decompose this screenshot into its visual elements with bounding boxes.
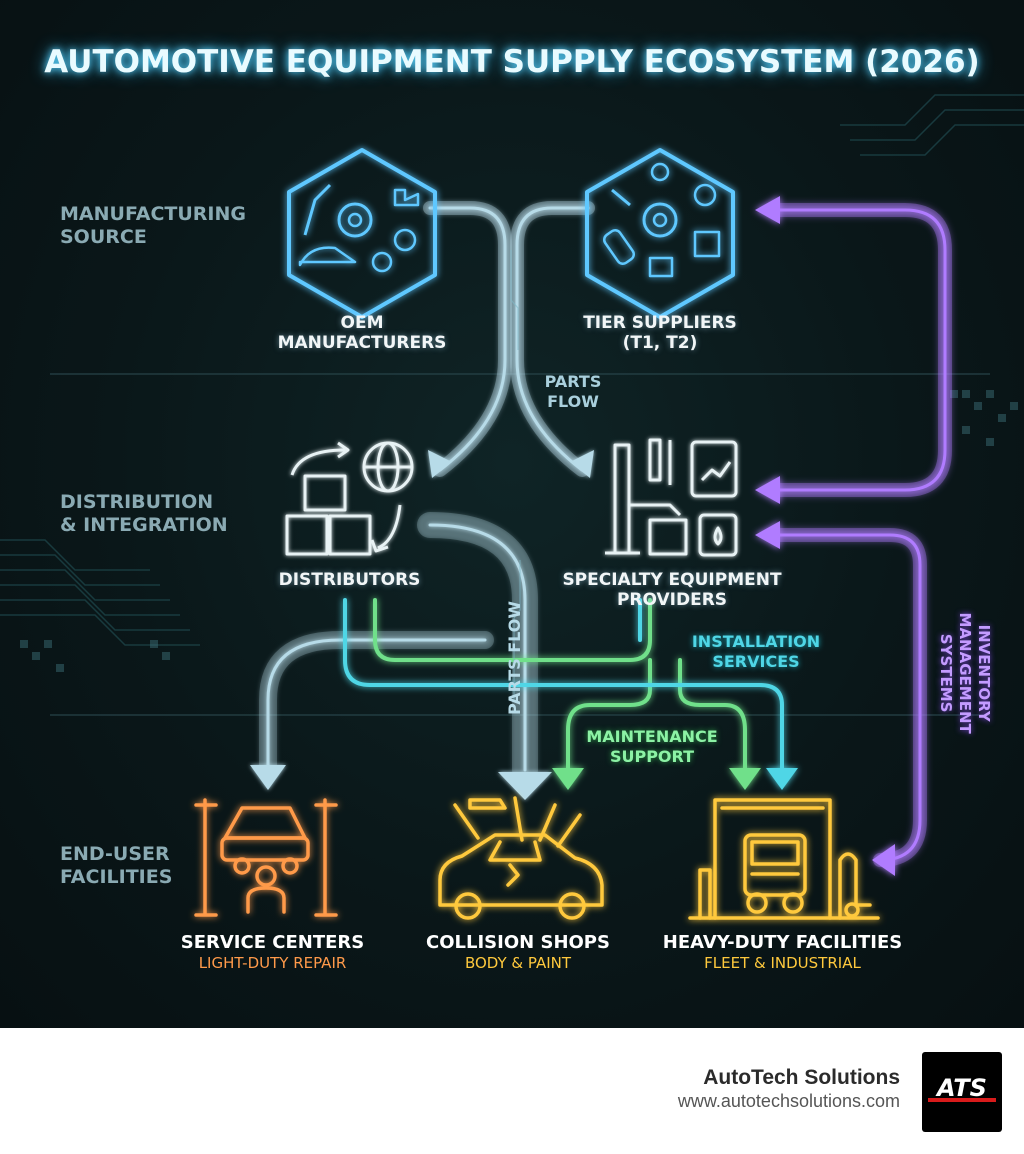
tier-label-line: & INTEGRATION xyxy=(60,513,228,536)
tier-label-line: FACILITIES xyxy=(60,865,173,888)
flow-label-line: MANAGEMENT xyxy=(956,612,975,734)
node-label-line: MANUFACTURERS xyxy=(277,333,447,354)
flow-label-line: INSTALLATION xyxy=(691,632,821,651)
flow-label-line: SUPPORT xyxy=(609,747,695,766)
flow-label-parts-top: PARTS FLOW xyxy=(533,372,613,412)
tier-label-line: END-USER xyxy=(60,843,170,865)
maintenance-lanes xyxy=(373,598,761,790)
facility-service-centers: SERVICE CENTERS LIGHT-DUTY REPAIR xyxy=(170,932,375,972)
node-label-line: OEM xyxy=(340,313,384,333)
heavy-duty-truck-icon xyxy=(688,798,880,920)
facility-collision-shops: COLLISION SHOPS BODY & PAINT xyxy=(418,932,618,972)
node-specialty-equipment-providers: SPECIALTY EQUIPMENT PROVIDERS xyxy=(552,570,792,611)
node-label-line: (T1, T2) xyxy=(622,333,698,354)
facility-title: SERVICE CENTERS xyxy=(180,932,365,953)
ecosystem-diagram: AUTOMOTIVE EQUIPMENT SUPPLY ECOSYSTEM (2… xyxy=(0,0,1024,1028)
inventory-loop xyxy=(755,196,952,876)
tier-suppliers-hexagon-icon xyxy=(585,148,735,319)
brand-name: AutoTech Solutions xyxy=(703,1066,900,1089)
facility-title: COLLISION SHOPS xyxy=(426,932,610,953)
ats-logo: ATS xyxy=(922,1052,1002,1132)
tier-label-line: MANUFACTURING xyxy=(60,203,246,225)
collision-shop-car-icon xyxy=(438,796,604,920)
tier-label-end-user: END-USER FACILITIES xyxy=(60,843,172,889)
brand-url[interactable]: www.autotechsolutions.com xyxy=(677,1091,900,1111)
flow-label-line: SYSTEMS xyxy=(937,633,956,713)
diagram-title: AUTOMOTIVE EQUIPMENT SUPPLY ECOSYSTEM (2… xyxy=(44,44,980,80)
facility-title: HEAVY-DUTY FACILITIES xyxy=(662,932,903,953)
parts-flow-middle-arrows xyxy=(250,512,552,800)
specialty-equipment-icon xyxy=(605,438,738,557)
pixel-grid xyxy=(20,390,1018,672)
flow-label-inventory: INVENTORY MANAGEMENT SYSTEMS xyxy=(937,608,994,738)
logo-text: ATS xyxy=(935,1074,987,1102)
flow-label-parts-vertical: PARTS FLOW xyxy=(505,600,524,716)
flow-label-installation: INSTALLATION SERVICES xyxy=(686,632,826,672)
node-distributors: DISTRIBUTORS xyxy=(278,570,421,590)
ats-logo-graphic: ATS xyxy=(928,1074,996,1102)
flow-label-maintenance: MAINTENANCE SUPPORT xyxy=(580,727,724,767)
flow-label-line: PARTS xyxy=(544,372,602,391)
node-oem-manufacturers: OEM MANUFACTURERS xyxy=(262,313,462,354)
node-tier-suppliers: TIER SUPPLIERS (T1, T2) xyxy=(570,313,750,354)
tier-label-line: DISTRIBUTION xyxy=(60,491,214,513)
node-label-line: TIER SUPPLIERS xyxy=(583,313,737,333)
flow-label-line: MAINTENANCE xyxy=(586,727,718,746)
tier-label-distribution: DISTRIBUTION & INTEGRATION xyxy=(60,491,228,537)
tier-label-manufacturing: MANUFACTURING SOURCE xyxy=(60,203,246,249)
flow-label-line: INVENTORY xyxy=(975,624,994,722)
installation-lanes xyxy=(343,598,798,790)
flow-label-line: SERVICES xyxy=(712,652,800,671)
flow-traces xyxy=(510,250,521,700)
facility-subtitle: FLEET & INDUSTRIAL xyxy=(704,953,861,972)
flow-label-line: FLOW xyxy=(547,392,599,411)
circuit-background xyxy=(0,94,1024,646)
node-label-line: SPECIALTY EQUIPMENT xyxy=(562,570,782,590)
oem-hexagon-icon xyxy=(287,148,437,319)
facility-subtitle: BODY & PAINT xyxy=(464,953,572,972)
footer: AutoTech Solutions www.autotechsolutions… xyxy=(0,1028,1024,1154)
service-center-lift-icon xyxy=(194,798,338,917)
facility-subtitle: LIGHT-DUTY REPAIR xyxy=(198,953,347,972)
tier-label-line: SOURCE xyxy=(60,225,147,248)
parts-flow-top-arrows xyxy=(423,201,595,478)
facility-heavy-duty: HEAVY-DUTY FACILITIES FLEET & INDUSTRIAL xyxy=(655,932,910,972)
distributors-boxes-icon xyxy=(285,441,414,556)
diagram-graphics xyxy=(0,94,1024,920)
node-label-line: PROVIDERS xyxy=(616,590,728,611)
